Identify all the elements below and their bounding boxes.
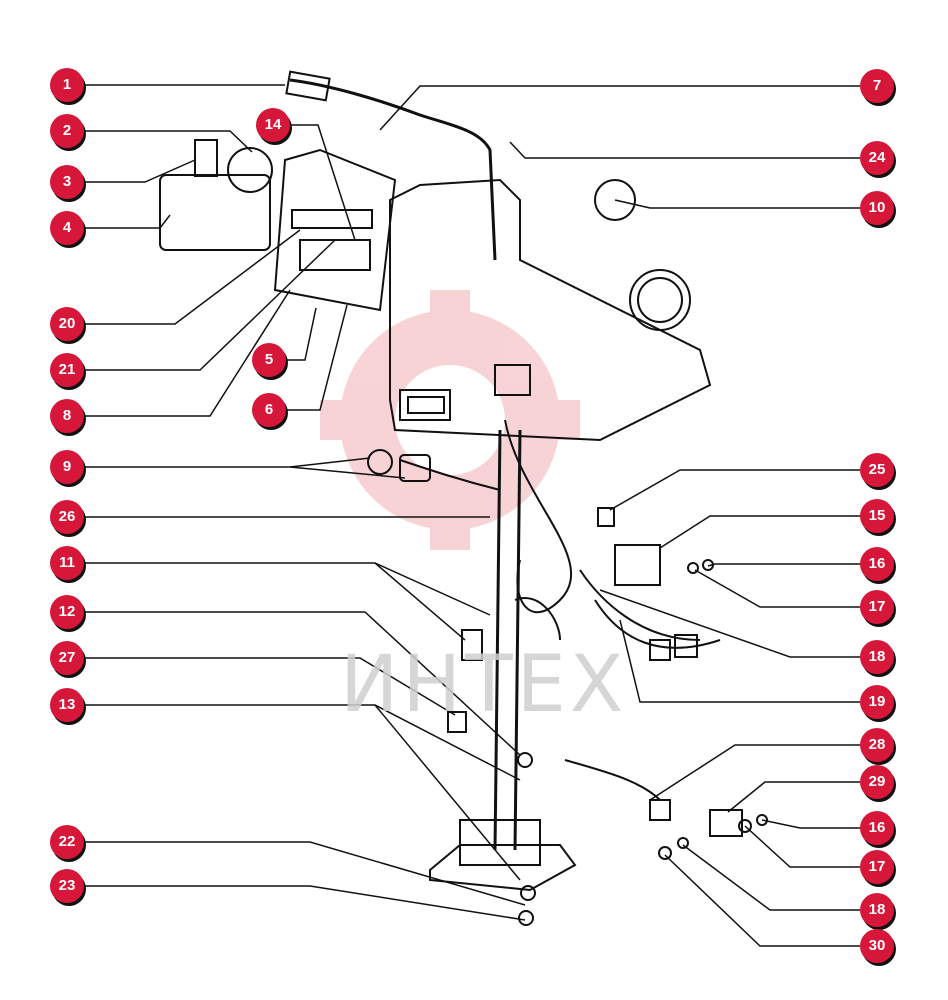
callout-12[interactable]: 12 (50, 595, 84, 629)
callout-7[interactable]: 7 (860, 69, 894, 103)
callout-6[interactable]: 6 (252, 393, 286, 427)
callout-17-lower[interactable]: 17 (860, 850, 894, 884)
callout-5[interactable]: 5 (252, 343, 286, 377)
callout-1[interactable]: 1 (50, 68, 84, 102)
callout-28[interactable]: 28 (860, 728, 894, 762)
callout-16[interactable]: 16 (860, 547, 894, 581)
callout-17[interactable]: 17 (860, 590, 894, 624)
harness-linework (159, 70, 768, 926)
callout-10[interactable]: 10 (860, 191, 894, 225)
callout-27[interactable]: 27 (50, 641, 84, 675)
callout-25[interactable]: 25 (860, 453, 894, 487)
callout-2[interactable]: 2 (50, 114, 84, 148)
callout-22[interactable]: 22 (50, 825, 84, 859)
leader-lines (85, 84, 860, 947)
callout-23[interactable]: 23 (50, 869, 84, 903)
callout-15[interactable]: 15 (860, 499, 894, 533)
callout-30[interactable]: 30 (860, 929, 894, 963)
callout-18-lower[interactable]: 18 (860, 893, 894, 927)
callout-14[interactable]: 14 (256, 108, 290, 142)
callout-16-lower[interactable]: 16 (860, 811, 894, 845)
callout-4[interactable]: 4 (50, 211, 84, 245)
callout-24[interactable]: 24 (860, 141, 894, 175)
callout-29[interactable]: 29 (860, 765, 894, 799)
callout-19[interactable]: 19 (860, 685, 894, 719)
callout-3[interactable]: 3 (50, 165, 84, 199)
callout-26[interactable]: 26 (50, 500, 84, 534)
callout-9[interactable]: 9 (50, 450, 84, 484)
callout-20[interactable]: 20 (50, 307, 84, 341)
callout-21[interactable]: 21 (50, 353, 84, 387)
callout-13[interactable]: 13 (50, 688, 84, 722)
callout-18[interactable]: 18 (860, 640, 894, 674)
callout-11[interactable]: 11 (50, 546, 84, 580)
watermark-text: ИНТЕХ (340, 640, 628, 730)
callout-8[interactable]: 8 (50, 399, 84, 433)
